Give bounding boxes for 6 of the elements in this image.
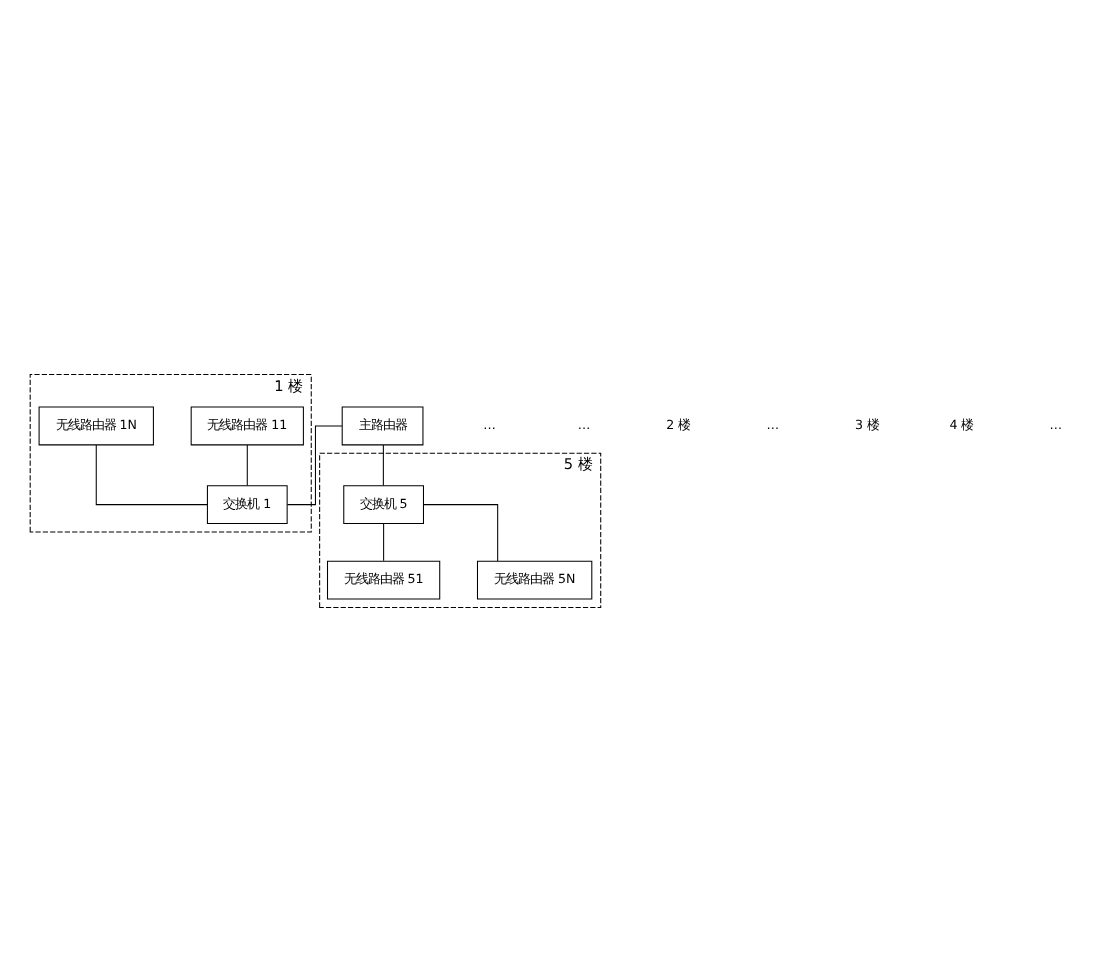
connector (95, 443, 208, 505)
connector (423, 503, 499, 561)
connector (286, 424, 343, 505)
connector (382, 443, 384, 485)
connector (246, 443, 248, 485)
connector (383, 522, 385, 561)
